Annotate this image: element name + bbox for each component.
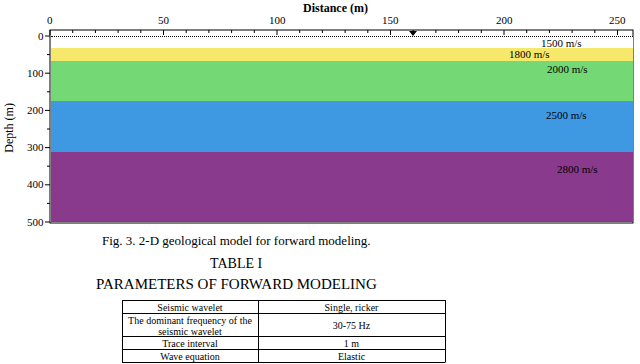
x-tick — [435, 30, 436, 33]
plot-frame — [50, 30, 633, 223]
tick-label: 200 — [27, 104, 44, 117]
tick-label: 400 — [27, 178, 44, 191]
y-tick — [47, 203, 50, 204]
x-tick — [163, 30, 164, 35]
x-tick — [367, 30, 368, 33]
x-tick — [231, 30, 232, 33]
x-tick — [208, 30, 209, 33]
x-tick — [186, 30, 187, 33]
y-tick — [45, 222, 50, 223]
velocity-label: 2000 m/s — [547, 63, 588, 75]
table-cell: Elastic — [262, 351, 441, 362]
table-heading: TABLE I — [210, 256, 262, 272]
y-tick — [47, 129, 50, 130]
y-tick — [45, 73, 50, 74]
table-heading: PARAMETERS OF FORWARD MODELING — [96, 276, 377, 293]
x-tick — [322, 30, 323, 33]
tick-label: 300 — [27, 141, 44, 154]
table-rule — [258, 300, 259, 363]
velocity-label: 1800 m/s — [509, 48, 550, 60]
y-tick — [47, 91, 50, 92]
table-cell: Wave equation — [126, 351, 254, 362]
y-tick — [45, 184, 50, 185]
x-tick — [594, 30, 595, 33]
x-tick — [277, 30, 278, 35]
velocity-layer: 2500 m/s — [51, 101, 633, 152]
y-tick — [47, 54, 50, 55]
y-tick — [45, 110, 50, 111]
table-rule — [122, 349, 445, 350]
x-tick — [254, 30, 255, 33]
velocity-layer: 1800 m/s — [51, 48, 633, 61]
x-tick — [50, 30, 51, 35]
x-tick — [72, 30, 73, 33]
table-rule — [122, 300, 445, 301]
x-tick — [526, 30, 527, 33]
x-tick — [390, 30, 391, 35]
table-cell: 1 m — [262, 338, 441, 349]
x-tick — [549, 30, 550, 33]
x-tick — [118, 30, 119, 33]
velocity-label: 2800 m/s — [557, 163, 598, 175]
x-tick — [504, 30, 505, 35]
tick-label: 150 — [382, 14, 399, 27]
tick-label: 100 — [269, 14, 286, 27]
x-tick — [299, 30, 300, 33]
table-cell: Seismic wavelet — [126, 302, 254, 313]
x-tick — [345, 30, 346, 33]
velocity-layer: 2800 m/s — [51, 152, 633, 222]
x-tick — [481, 30, 482, 33]
velocity-layer: 1500 m/s — [51, 36, 633, 48]
x-tick — [95, 30, 96, 33]
figure-caption: Fig. 3. 2-D geological model for forward… — [102, 234, 371, 249]
table-cell: 30-75 Hz — [262, 320, 441, 331]
tick-label: 100 — [27, 67, 44, 80]
table-rule — [122, 300, 123, 363]
table-rule — [122, 313, 445, 314]
y-tick — [47, 166, 50, 167]
axis-title: Distance (m) — [303, 2, 368, 16]
table-rule — [122, 362, 445, 363]
tick-label: 200 — [496, 14, 513, 27]
x-tick — [140, 30, 141, 33]
y-tick — [45, 36, 50, 37]
x-tick — [617, 30, 618, 35]
tick-label: 0 — [38, 30, 44, 43]
tick-label: 500 — [27, 216, 44, 229]
x-tick — [458, 30, 459, 33]
tick-label: 250 — [609, 14, 626, 27]
table-cell: Trace interval — [126, 338, 254, 349]
x-tick — [572, 30, 573, 33]
table-rule — [445, 300, 446, 363]
velocity-label: 2500 m/s — [546, 109, 587, 121]
velocity-layer: 2000 m/s — [51, 61, 633, 101]
tick-label: 0 — [47, 14, 53, 27]
table-cell: The dominant frequency of the seismic wa… — [126, 315, 254, 337]
y-tick — [45, 147, 50, 148]
tick-label: 50 — [158, 14, 169, 27]
table-cell: Single, ricker — [262, 302, 441, 313]
axis-title: Depth (m) — [3, 103, 17, 153]
